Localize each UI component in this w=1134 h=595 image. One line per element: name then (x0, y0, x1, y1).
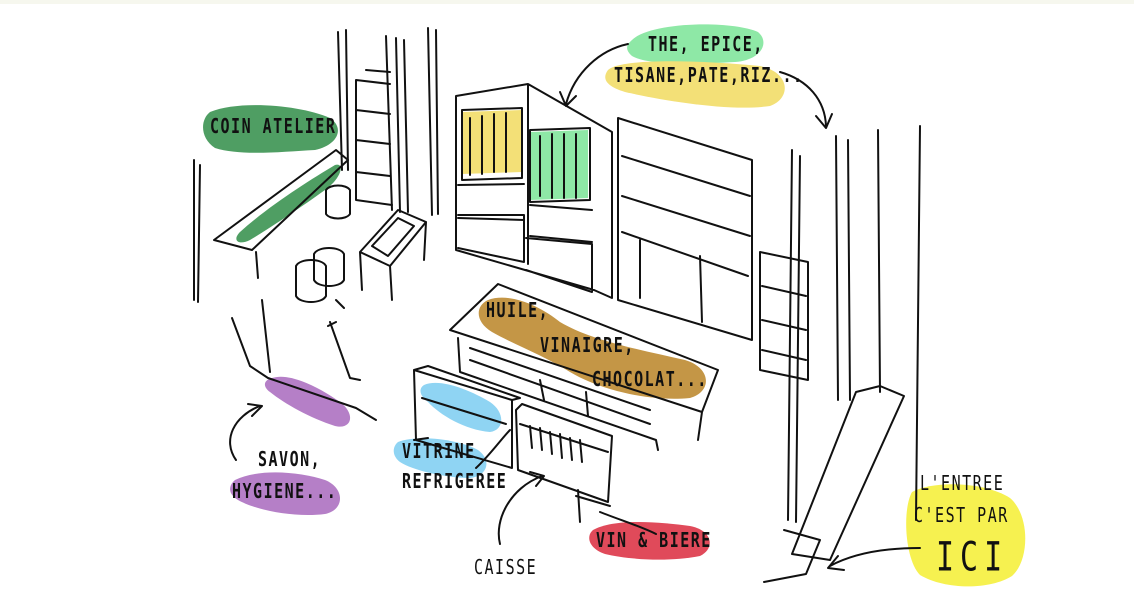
coin-atelier-label: COIN ATELIER (210, 114, 337, 139)
left-wall (193, 159, 201, 303)
vitrine-blob-bottom (393, 438, 487, 478)
vitrine-blob-top (420, 382, 502, 432)
the-epice-blob (627, 24, 764, 64)
central-table (449, 283, 719, 451)
refrigeree-label: REFRIGEREE (402, 469, 508, 494)
arrow-top-left (559, 43, 629, 107)
ink-lines (193, 27, 921, 583)
arrow-vin (599, 511, 657, 535)
right-shelving (617, 117, 753, 341)
shelf-green-fill (530, 130, 588, 200)
tisane-label: TISANE,PATE,RIZ... (614, 63, 804, 88)
chocolat-label: CHOCOLAT... (592, 367, 708, 392)
hygiene-label: HYGIENE... (232, 479, 338, 504)
vin-biere-blob (589, 522, 710, 560)
left-floor (231, 299, 377, 421)
savon-label: SAVON, (258, 447, 322, 472)
savon-blob-bottom (230, 472, 340, 516)
entree-label-line1: L'ENTREE (920, 471, 1005, 496)
caisse-label: CAISSE (474, 555, 538, 580)
arrow-entree (827, 547, 921, 571)
workbench (213, 149, 349, 279)
vin-biere-label: VIN & BIERE (596, 528, 712, 553)
sink-counter (359, 209, 427, 301)
the-epice-label: THE, EPICE, (648, 32, 764, 57)
left-column (337, 29, 349, 171)
stool-2 (295, 259, 327, 303)
huile-blob (478, 297, 706, 399)
caisse-counter (515, 403, 613, 523)
tisane-blob (605, 61, 785, 108)
vitrine (413, 365, 521, 469)
coin-atelier-bench-blob (236, 164, 341, 243)
stool-3 (313, 247, 345, 287)
ici-label: ICI (936, 533, 1009, 582)
arrow-savon (229, 403, 263, 461)
arrow-top-right (779, 71, 833, 129)
right-small-shelf (759, 251, 809, 381)
right-column (787, 125, 921, 523)
arrow-vitrine (475, 429, 511, 469)
huile-label: HUILE, (486, 298, 550, 323)
savon-blob-top (264, 376, 351, 427)
center-column (385, 35, 409, 213)
back-column (427, 27, 439, 216)
arrow-caisse (497, 471, 545, 545)
color-blobs (203, 24, 1026, 587)
vitrine-label: VITRINE (402, 439, 476, 464)
entree-label-line2: C'EST PAR (914, 503, 1009, 528)
back-shelving (455, 83, 613, 299)
side-shelf (355, 69, 393, 206)
ici-blob (906, 484, 1026, 587)
stool-1 (325, 184, 351, 220)
top-strip (0, 0, 1134, 4)
entrance-wall (763, 385, 905, 583)
coin-atelier-blob (203, 105, 338, 153)
vinaigre-label: VINAIGRE, (540, 333, 635, 358)
